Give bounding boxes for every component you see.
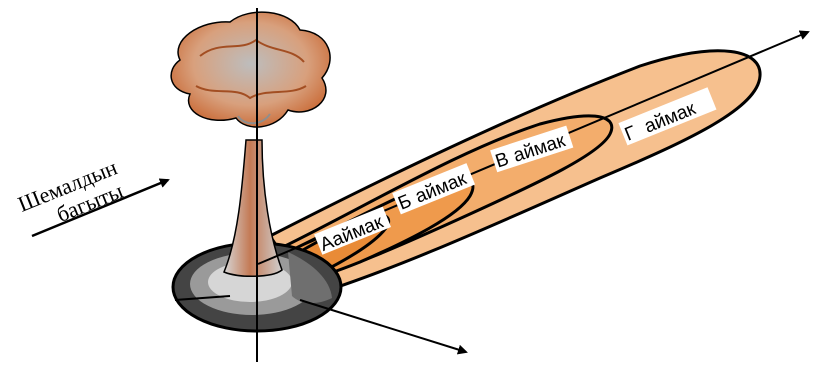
wind-direction-arrow [31,178,170,238]
mushroom-cloud [170,11,331,277]
zone-v-letter: В [493,149,512,173]
cloud-cap [170,11,331,128]
cloud-stem [223,139,283,277]
wind-direction-label: Шемалдын багыты [14,154,126,227]
ground-direction-arrow [299,299,468,355]
plume-zones [267,49,762,298]
